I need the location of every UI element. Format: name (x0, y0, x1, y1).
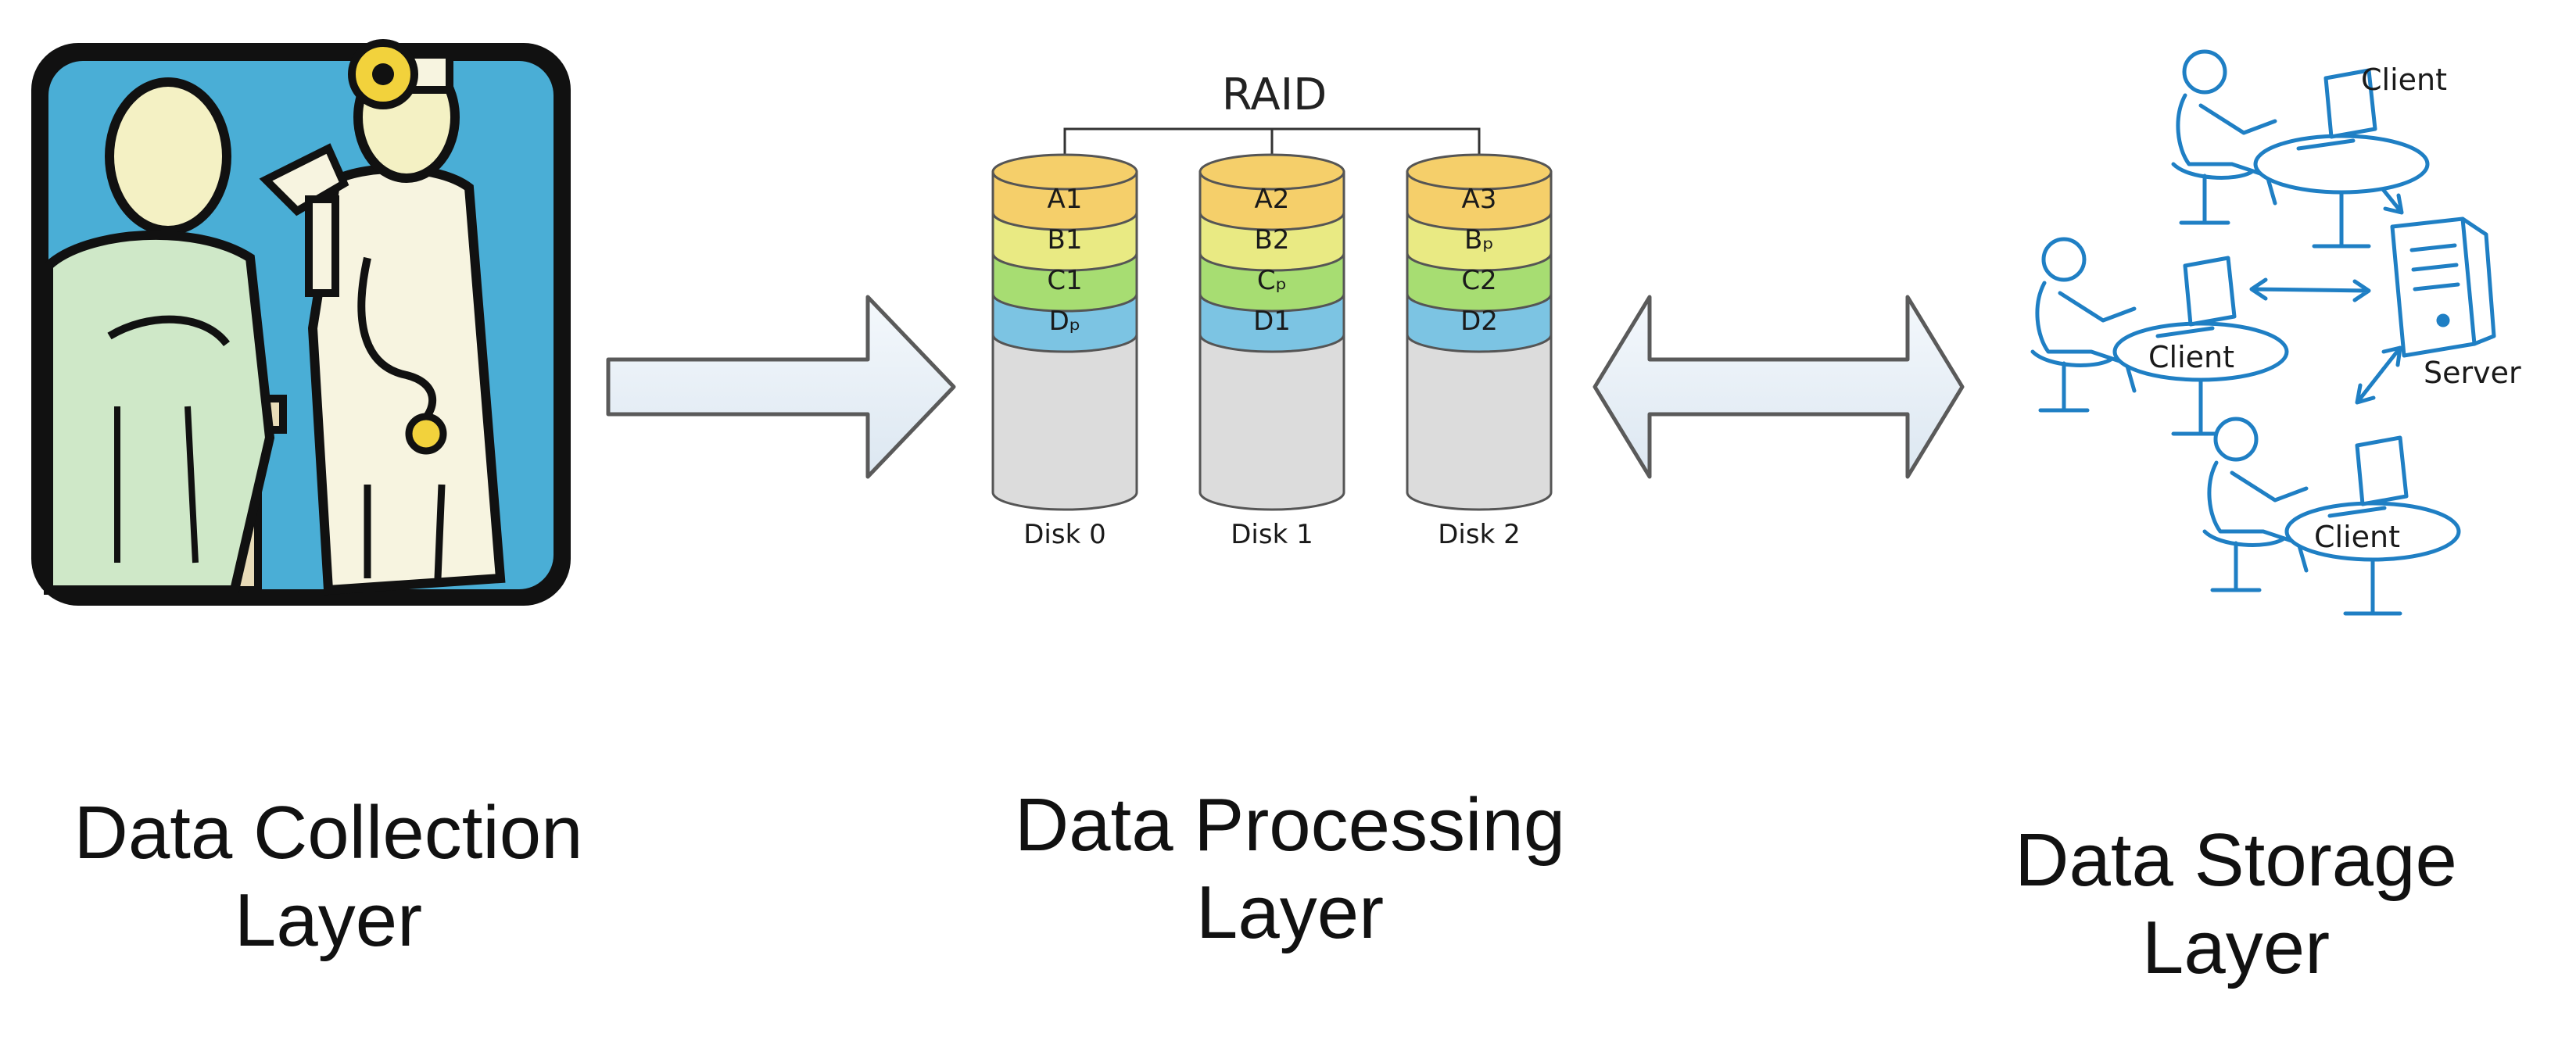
server-link-bottom (2355, 345, 2402, 405)
disk-block-label: D2 (1460, 306, 1498, 337)
caption-data-processing-line1: Data Processing (1014, 783, 1566, 867)
disk-empty-space (991, 334, 1138, 511)
disk-top-cap (1406, 153, 1553, 191)
client-workstation-icon (2202, 417, 2461, 616)
caption-data-collection-line1: Data Collection (73, 791, 583, 875)
client-label-bottom: Client (2314, 520, 2400, 554)
disk-block-label: Bₚ (1464, 224, 1494, 256)
disk-label: Disk 0 (1023, 519, 1105, 550)
caption-data-collection-line2: Layer (234, 878, 423, 962)
disk-block-label: Dₚ (1049, 306, 1081, 337)
disk-empty-space (1198, 334, 1345, 511)
disk-block-label: Cₚ (1257, 265, 1287, 296)
server-icon (2390, 216, 2496, 358)
client-workstation-icon (2030, 237, 2289, 436)
server-link-middle (2249, 277, 2371, 302)
disk-block-label: A2 (1255, 184, 1290, 215)
client-workstation-icon (2171, 49, 2430, 249)
right-arrow-icon (606, 295, 956, 479)
disk-label: Disk 2 (1438, 519, 1520, 550)
caption-data-collection: Data Collection Layer (31, 789, 625, 964)
client-label-top: Client (2361, 63, 2447, 97)
disk-label: Disk 1 (1231, 519, 1313, 550)
disk-top-cap (991, 153, 1138, 191)
server-label: Server (2424, 356, 2521, 390)
caption-data-storage: Data Storage Layer (1939, 817, 2533, 992)
disk-block-label: B2 (1255, 224, 1290, 256)
client-server-network (2249, 158, 2496, 405)
doctor-patient-illustration (31, 39, 571, 606)
caption-data-storage-line1: Data Storage (2015, 818, 2457, 902)
caption-data-storage-line2: Layer (2141, 906, 2331, 989)
client-label-middle: Client (2148, 340, 2234, 374)
disk-block-label: C1 (1047, 265, 1082, 296)
raid-label: RAID (1222, 70, 1327, 120)
caption-data-processing: Data Processing Layer (985, 782, 1595, 957)
disk-empty-space (1406, 334, 1553, 511)
disk-block-label: A3 (1462, 184, 1497, 215)
disk-block-label: A1 (1048, 184, 1083, 215)
disk-block-label: B1 (1048, 224, 1083, 256)
disk-block-label: C2 (1461, 265, 1496, 296)
bidirectional-arrow-icon (1593, 295, 1965, 479)
disk-top-cap (1198, 153, 1345, 191)
caption-data-processing-line2: Layer (1195, 871, 1385, 954)
disk-block-label: D1 (1253, 306, 1291, 337)
